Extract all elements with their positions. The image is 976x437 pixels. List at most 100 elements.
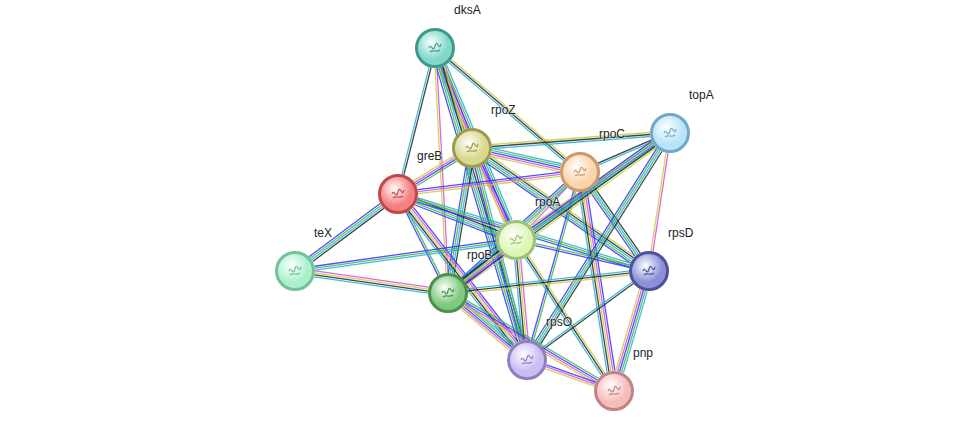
node-label: rpoZ <box>491 103 516 117</box>
evidence-line <box>579 192 607 371</box>
interaction-edge <box>468 271 630 293</box>
protein-node: rpsD <box>629 251 669 291</box>
interaction-edge <box>464 301 599 384</box>
evidence-line <box>309 204 380 257</box>
evidence-line <box>651 153 666 251</box>
structure-icon <box>606 383 622 399</box>
evidence-line <box>468 275 629 293</box>
evidence-line <box>310 205 381 258</box>
protein-node: topA <box>650 113 690 153</box>
protein-node: rpoA <box>496 220 536 260</box>
structure-icon <box>572 164 588 180</box>
evidence-line <box>585 191 613 370</box>
structure-icon <box>464 140 480 156</box>
structure-squiggle <box>429 43 441 52</box>
structure-icon <box>440 285 456 301</box>
evidence-line <box>468 273 629 291</box>
structure-squiggle <box>574 167 586 176</box>
interaction-edge <box>589 187 640 257</box>
protein-node: teX <box>275 251 315 291</box>
interaction-edge <box>515 260 528 341</box>
evidence-line <box>418 172 560 189</box>
interaction-edge <box>545 365 596 386</box>
structure-icon <box>508 232 524 248</box>
evidence-line <box>492 148 561 163</box>
evidence-line <box>417 161 457 186</box>
protein-node: rpoZ <box>452 128 492 168</box>
protein-node: rpoB <box>428 273 468 313</box>
node-label: topA <box>689 88 714 102</box>
interaction-edge <box>462 141 656 284</box>
evidence-line <box>543 282 633 347</box>
evidence-line <box>540 152 662 345</box>
protein-node: pnp <box>594 371 634 411</box>
evidence-line <box>479 167 506 223</box>
structure-icon <box>519 352 535 368</box>
node-label: teX <box>314 226 332 240</box>
evidence-line <box>464 306 596 384</box>
evidence-line <box>312 207 383 260</box>
node-label: pnp <box>633 346 653 360</box>
node-label: dksA <box>454 3 481 17</box>
evidence-line <box>418 176 560 193</box>
evidence-line <box>583 192 611 371</box>
structure-squiggle <box>289 266 301 275</box>
evidence-line <box>544 284 634 349</box>
evidence-line <box>465 146 655 283</box>
evidence-line <box>467 148 657 285</box>
evidence-line <box>315 243 496 268</box>
evidence-line <box>313 208 384 261</box>
structure-squiggle <box>442 288 454 297</box>
interaction-edge <box>418 172 561 193</box>
structure-squiggle <box>392 189 404 198</box>
structure-squiggle <box>608 386 620 395</box>
node-label: rpoB <box>467 248 492 262</box>
structure-squiggle <box>466 143 478 152</box>
interaction-edge <box>651 153 668 252</box>
evidence-line <box>466 302 598 380</box>
structure-icon <box>287 263 303 279</box>
evidence-line <box>492 152 561 167</box>
evidence-line <box>515 260 522 340</box>
evidence-line <box>622 291 646 373</box>
structure-icon <box>662 125 678 141</box>
node-label: greB <box>417 149 442 163</box>
interaction-edge <box>543 282 634 349</box>
protein-node: dksA <box>415 28 455 68</box>
interaction-edge <box>492 133 650 149</box>
evidence-line <box>417 200 630 265</box>
evidence-line <box>539 150 661 343</box>
evidence-line <box>314 277 427 293</box>
interaction-edge <box>616 289 647 373</box>
node-label: rpoA <box>535 195 560 209</box>
evidence-line <box>545 369 594 387</box>
protein-node: rpoC <box>560 152 600 192</box>
evidence-line <box>536 244 630 266</box>
node-label: rpsD <box>668 226 693 240</box>
evidence-line <box>461 309 509 350</box>
evidence-line <box>535 246 629 268</box>
interaction-edge <box>315 241 497 270</box>
evidence-line <box>418 174 560 191</box>
evidence-line <box>587 191 615 370</box>
structure-squiggle <box>510 235 522 244</box>
structure-icon <box>641 263 657 279</box>
evidence-line <box>465 304 597 382</box>
evidence-line <box>416 159 456 184</box>
evidence-line <box>492 137 650 149</box>
node-label: rpsO <box>546 315 572 329</box>
structure-squiggle <box>664 128 676 137</box>
evidence-line <box>315 245 496 270</box>
interaction-edge <box>535 244 629 268</box>
evidence-line <box>492 135 650 147</box>
evidence-line <box>581 192 609 371</box>
node-label: rpoC <box>599 127 625 141</box>
evidence-line <box>463 186 566 280</box>
evidence-line <box>407 212 511 346</box>
interaction-edge <box>314 271 428 293</box>
structure-squiggle <box>521 355 533 364</box>
evidence-line <box>464 145 654 282</box>
interaction-edge <box>406 211 440 275</box>
